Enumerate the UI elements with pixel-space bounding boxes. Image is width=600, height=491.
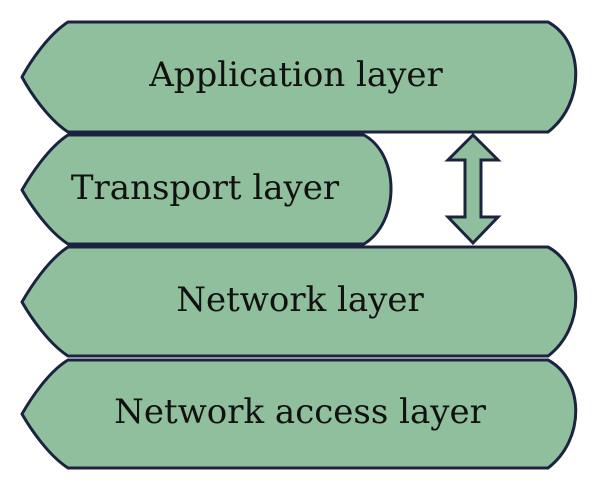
network-layer-label: Network layer [176, 280, 424, 320]
network-access-layer-shape [20, 358, 578, 470]
network-layer-shape [20, 245, 578, 358]
transport-layer-shape [20, 133, 393, 246]
double-headed-vertical-arrow-icon [444, 132, 502, 246]
network-access-layer-label: Network access layer [114, 392, 486, 432]
application-layer-block: Application layer [20, 20, 578, 134]
network-access-layer-block: Network access layer [20, 358, 578, 470]
network-layer-block: Network layer [20, 245, 578, 358]
transport-layer-label: Transport layer [71, 168, 340, 208]
application-layer-label: Application layer [148, 55, 443, 95]
application-layer-shape [20, 20, 578, 134]
transport-layer-block: Transport layer [20, 133, 393, 246]
